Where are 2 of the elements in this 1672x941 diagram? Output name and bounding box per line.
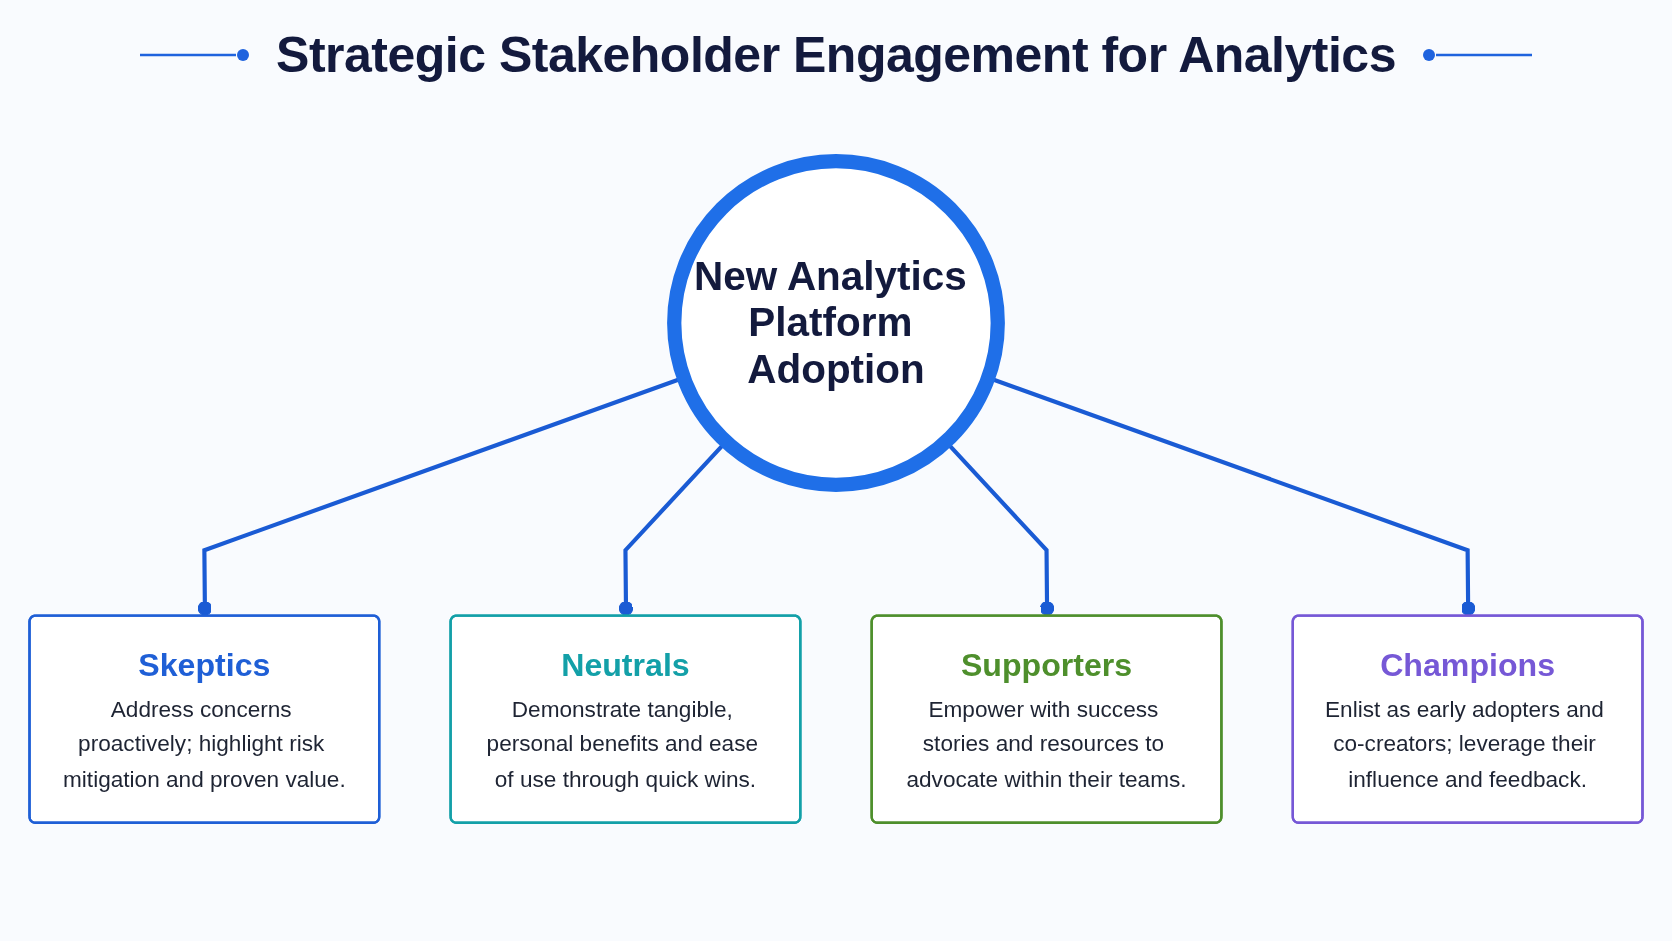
title: Strategic Stakeholder Engagement for Analytics xyxy=(276,26,1396,84)
node-circle: New Analytics Platform Adoption xyxy=(667,154,1005,492)
